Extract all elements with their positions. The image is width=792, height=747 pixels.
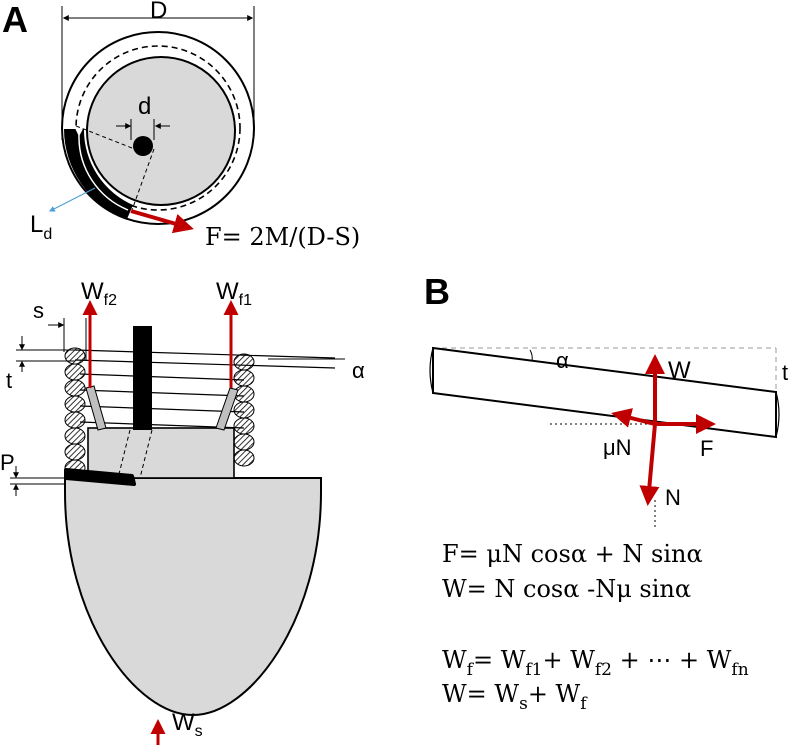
force-arrow-N (639, 423, 660, 506)
equations: F= μN cosα + N sinα W= N cosα -Nμ sinα W… (442, 540, 749, 714)
label-d: d (138, 93, 151, 120)
label-s: s (33, 298, 44, 323)
label-Wf1: Wf1 (216, 278, 252, 309)
force-formula: F= 2M/(D-S) (205, 223, 360, 251)
label-t-a: t (6, 368, 12, 393)
force-arrow-F (130, 209, 194, 234)
equation-F: F= μN cosα + N sinα (442, 540, 703, 568)
label-D: D (150, 0, 167, 24)
side-view-assembly: s t α P Wf2 Wf1 Ws (0, 278, 365, 745)
label-Ld: Ld (30, 211, 52, 243)
label-alpha-b: α (556, 348, 569, 373)
panel-a-letter: A (2, 0, 28, 40)
incline-diagram: α t W μN F N (429, 346, 788, 530)
equation-W-total: W= Ws+ Wf (442, 680, 588, 714)
label-N: N (665, 485, 681, 510)
label-P: P (0, 450, 15, 475)
label-F-b: F (700, 436, 713, 461)
equation-W: W= N cosα -Nμ sinα (442, 575, 691, 603)
label-t-b: t (782, 360, 788, 385)
top-view-drum: D d Ld F= 2M/(D-S) (30, 0, 360, 251)
force-arrow-muN (611, 408, 656, 428)
label-muN: μN (603, 435, 632, 460)
label-Wf2: Wf2 (81, 278, 117, 309)
label-W-b: W (668, 357, 691, 384)
label-alpha-a: α (352, 358, 365, 383)
label-Ws: Ws (172, 709, 203, 740)
panel-b-letter: B (424, 271, 450, 312)
equation-Wf: Wf= Wf1+ Wf2 + ⋯ + Wfn (442, 646, 749, 680)
